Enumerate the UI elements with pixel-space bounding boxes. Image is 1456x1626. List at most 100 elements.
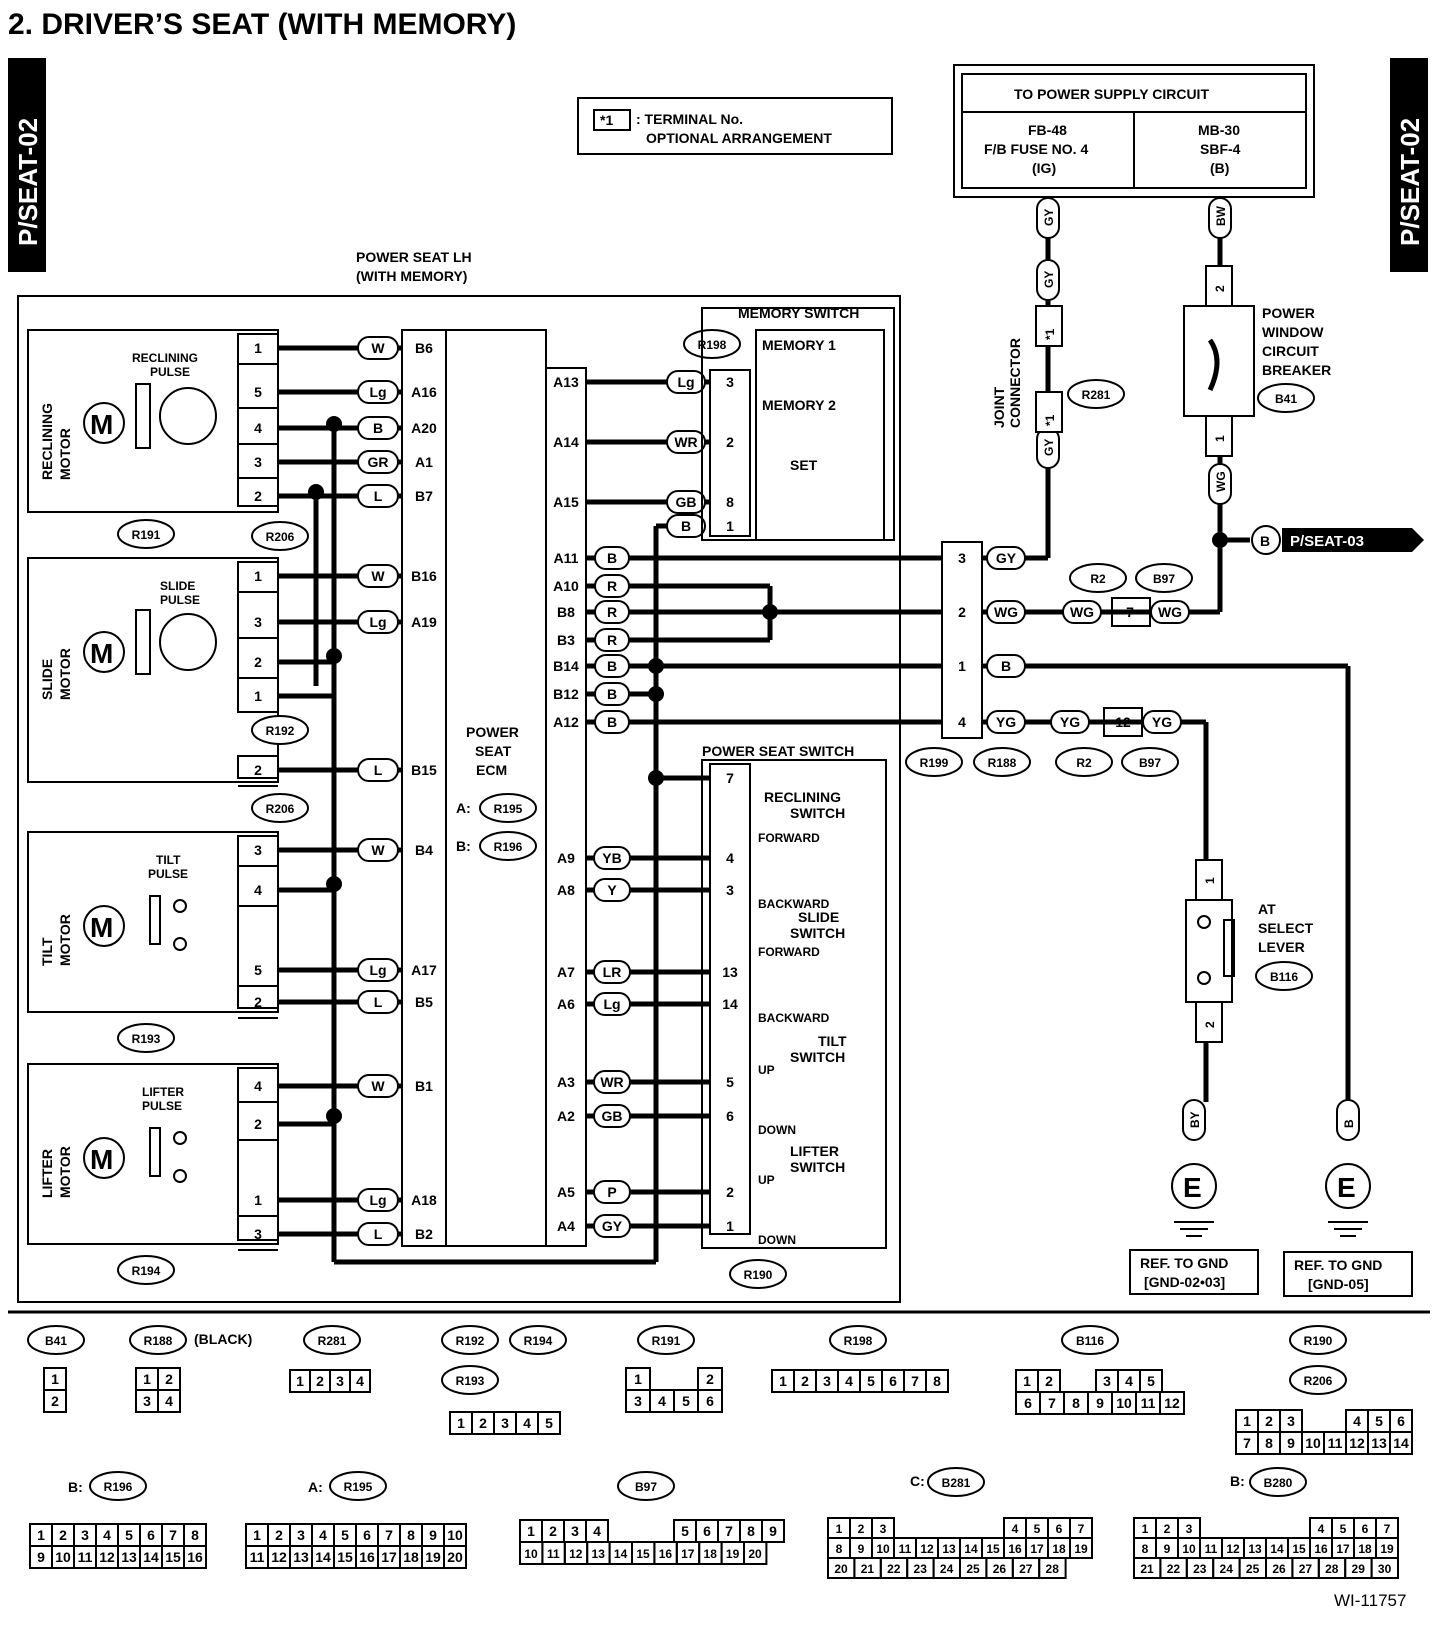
side-tab-left[interactable]: P/SEAT-02 [8,58,46,272]
connector-oval-r195-9-outline[interactable] [479,793,537,823]
connector-oval-b41-2-outline[interactable] [1257,383,1315,413]
side-tab-right[interactable]: P/SEAT-02 [1390,58,1428,272]
right-ecm-pin-2: B8 [557,604,575,620]
connector-oval-r188-13[interactable]: R188 [988,756,1017,770]
pseat03-label[interactable]: P/SEAT-03 [1290,533,1364,550]
bottom-oval-b41-0-outline[interactable] [27,1325,85,1355]
bottom-oval-r190-9[interactable]: R190 [1304,1334,1333,1348]
bottom-oval-b281-14[interactable]: B281 [942,1476,971,1490]
bottom-oval-r281-2[interactable]: R281 [318,1334,347,1348]
connector-oval-r188-13-outline[interactable] [973,747,1031,777]
power-seat-ecm: POWER SEAT ECM A: B: [401,329,587,1247]
connector-oval-r192-5[interactable]: R192 [266,724,295,738]
motor-pin-9: 2 [254,762,262,778]
bottom-oval-r281-2-outline[interactable] [303,1325,361,1355]
connector-oval-r193-7[interactable]: R193 [132,1032,161,1046]
connector-oval-r281-1-outline[interactable] [1067,379,1125,409]
mem-wire-label-0: Lg [677,374,694,390]
r190-top-pin-0: 1 [1243,1413,1251,1429]
connector-oval-r198-0[interactable]: R198 [698,338,727,352]
bottom-oval-r196-11[interactable]: R196 [104,1480,133,1494]
bottom-oval-r188-1-outline[interactable] [129,1325,187,1355]
connector-oval-r199-12[interactable]: R199 [920,756,949,770]
b281-mid-cell-11 [1069,1537,1093,1559]
bottom-oval-b41-0[interactable]: B41 [45,1334,67,1348]
r188-top-pin-1: 2 [165,1371,173,1387]
legend-line1: : TERMINAL No. [636,111,743,127]
bottom-oval-r198-7-outline[interactable] [829,1325,887,1355]
bottom-oval-r206-10[interactable]: R206 [1304,1374,1333,1388]
b280-bot-pin-1: 22 [1167,1562,1181,1576]
connector-oval-b116-18[interactable]: B116 [1270,970,1298,984]
bottom-oval-r192-3-outline[interactable] [441,1325,499,1355]
motor-wire-label-17-outline [357,1222,399,1246]
connector-oval-r2-14[interactable]: R2 [1090,572,1106,586]
bottom-oval-r195-12-outline[interactable] [329,1471,387,1501]
bottom-oval-r195-12[interactable]: R195 [344,1480,373,1494]
bottom-oval-r188-1[interactable]: R188 [144,1334,173,1348]
connector-oval-r199-12-outline[interactable] [905,747,963,777]
connector-oval-r190-11-outline[interactable] [729,1259,787,1289]
connector-oval-r206-4[interactable]: R206 [266,530,295,544]
bottom-oval-r191-6-outline[interactable] [637,1325,695,1355]
connector-oval-r194-8[interactable]: R194 [132,1264,161,1278]
bottom-oval-r194-4[interactable]: R194 [524,1334,553,1348]
connector-oval-r191-3-outline[interactable] [117,519,175,549]
motor-pin-11: 4 [254,882,262,898]
connector-oval-r190-11[interactable]: R190 [744,1268,773,1282]
connector-oval-r191-3[interactable]: R191 [132,528,161,542]
connector-oval-b97-17[interactable]: B97 [1139,756,1161,770]
connector-oval-r206-6[interactable]: R206 [266,802,295,816]
r196-bot-pin-7: 16 [187,1549,203,1565]
r195-bot-pin-5: 16 [359,1549,375,1565]
connector-oval-b97-15-outline[interactable] [1135,563,1193,593]
bottom-oval-r193-5[interactable]: R193 [456,1374,485,1388]
connector-oval-b41-2[interactable]: B41 [1275,392,1297,406]
bottom-oval-r196-11-outline[interactable] [89,1471,147,1501]
connector-oval-b116-18-outline[interactable] [1255,961,1313,991]
connector-oval-r196-10[interactable]: R196 [494,840,523,854]
bottom-oval-b116-8-outline[interactable] [1061,1325,1119,1355]
bottom-oval-r192-3[interactable]: R192 [456,1334,485,1348]
rec-forward: FORWARD [758,831,820,845]
sw-wire-label-2-outline [593,878,631,902]
connector-oval-r2-16-outline[interactable] [1055,747,1113,777]
connector-oval-r2-14-outline[interactable] [1069,563,1127,593]
connector-oval-r192-5-outline[interactable] [251,715,309,745]
bottom-oval-b280-15-outline[interactable] [1249,1467,1307,1497]
pseat03-flag[interactable]: B P/SEAT-03 [1251,525,1424,555]
mem-wire-label-1-outline [666,430,706,454]
connector-oval-r281-1[interactable]: R281 [1082,388,1111,402]
connector-oval-b97-17-outline[interactable] [1121,747,1179,777]
connector-oval-r193-7-outline[interactable] [117,1023,175,1053]
connector-oval-r206-4-outline[interactable] [251,521,309,551]
connector-oval-r196-10-outline[interactable] [479,831,537,861]
bottom-oval-r206-10-outline[interactable] [1289,1365,1347,1395]
bottom-oval-r191-6[interactable]: R191 [652,1334,681,1348]
bottom-oval-b97-13[interactable]: B97 [635,1480,657,1494]
bottom-oval-b97-13-outline[interactable] [617,1471,675,1501]
connector-oval-r198-0-outline[interactable] [683,329,741,359]
r195-top-pin-0: 1 [253,1527,261,1543]
motor-wire-label-5-outline [357,564,399,588]
b281-mid-pin-10: 18 [1052,1542,1066,1556]
mid-yg-right: YG [1152,714,1172,730]
connector-oval-r194-8-outline[interactable] [117,1255,175,1285]
bottom-oval-b280-15[interactable]: B280 [1264,1476,1293,1490]
b97-top-a-pin-3: 4 [593,1523,601,1539]
bottom-oval-r198-7[interactable]: R198 [844,1334,873,1348]
connector-oval-b97-15[interactable]: B97 [1153,572,1175,586]
bottom-oval-r190-9-outline[interactable] [1289,1325,1347,1355]
mid-wg-pin: 7 [1126,604,1134,620]
r195-bot-cell-9 [443,1545,467,1569]
bottom-oval-b116-8[interactable]: B116 [1076,1334,1104,1348]
connector-oval-r206-6-outline[interactable] [251,793,309,823]
connector-oval-r2-16[interactable]: R2 [1076,756,1092,770]
jc-bot-mark: *1 [1043,414,1057,426]
bottom-oval-b281-14-outline[interactable] [927,1467,985,1497]
bottom-oval-r193-5-outline[interactable] [441,1365,499,1395]
bottom-oval-r194-4-outline[interactable] [509,1325,567,1355]
connector-oval-r195-9[interactable]: R195 [494,802,523,816]
r196-top-pin-0: 1 [37,1527,45,1543]
